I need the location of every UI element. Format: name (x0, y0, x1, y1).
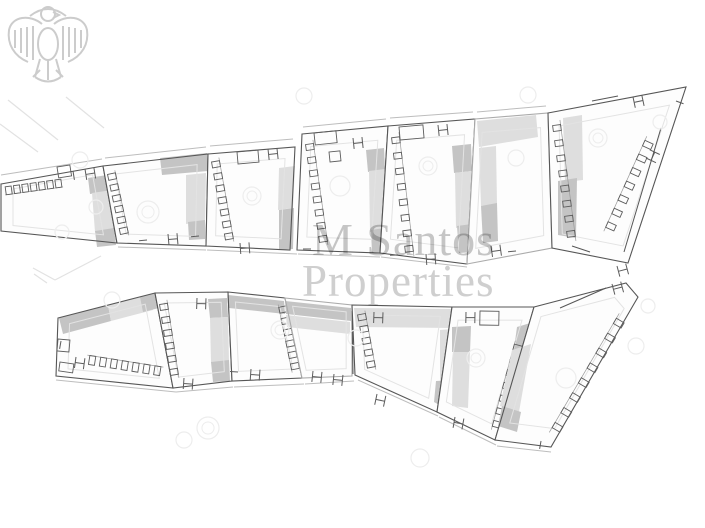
plan-unit-B4 (351, 304, 454, 413)
plan-unit-T5 (379, 118, 476, 266)
plan-unit-T5b (466, 112, 553, 265)
building-units (0, 86, 687, 449)
plan-unit-B1 (55, 292, 174, 389)
plan-unit-T4 (296, 125, 389, 254)
site-lines (0, 96, 552, 453)
plan-unit-B3 (227, 291, 303, 382)
plan-unit-T3 (205, 146, 296, 255)
plan-unit-B6 (494, 263, 639, 449)
plan-unit-T2 (102, 153, 209, 247)
background-ghosts (54, 86, 668, 468)
plan-unit-T6 (547, 86, 687, 264)
plan-unit-T1 (0, 164, 118, 247)
plan-unit-B2 (154, 291, 233, 390)
plan-unit-B3b (284, 297, 353, 386)
